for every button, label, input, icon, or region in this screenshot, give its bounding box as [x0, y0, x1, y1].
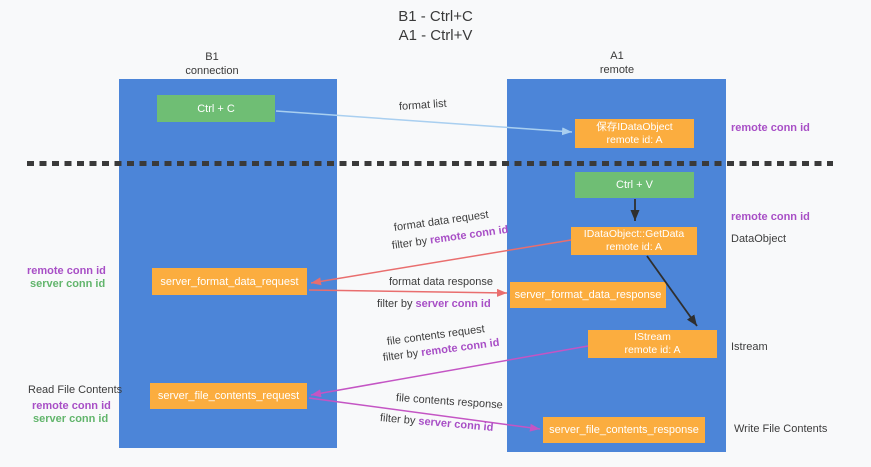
- node-ctrl-c-label: Ctrl + C: [197, 102, 235, 115]
- node-ctrl-v: Ctrl + V: [575, 172, 694, 198]
- lane-a1-title: A1: [610, 50, 624, 62]
- filter-by-text: filter by: [382, 347, 422, 364]
- node-istream-line1: IStream: [634, 331, 671, 343]
- node-server-format-data-response-label: server_format_data_response: [514, 289, 662, 301]
- node-istream: IStream remote id: A: [588, 330, 717, 358]
- node-server-format-data-response: server_format_data_response: [510, 282, 666, 308]
- filter-by-text: filter by: [391, 234, 431, 252]
- filter-by-text: filter by: [379, 412, 419, 428]
- annotation-left-remote-conn-id-1: remote conn id: [27, 265, 106, 277]
- annotation-write-file-contents: Write File Contents: [734, 423, 828, 435]
- node-getdata-line2: remote id: A: [605, 241, 663, 253]
- lane-a1-subtitle: remote: [599, 64, 635, 76]
- node-server-format-data-request-label: server_format_data_request: [160, 275, 299, 288]
- lane-header-b1: B1 connection: [152, 50, 272, 78]
- node-ctrl-v-label: Ctrl + V: [616, 179, 653, 191]
- title-line-2: A1 - Ctrl+V: [398, 27, 473, 44]
- label-format-data-response: format data response: [389, 276, 493, 288]
- annotation-read-file-contents: Read File Contents: [28, 384, 123, 396]
- annotation-left-remote-conn-id-2: remote conn id: [32, 400, 111, 412]
- lane-b1-title: B1: [205, 51, 219, 63]
- annotation-remote-conn-id-top: remote conn id: [731, 122, 810, 134]
- phase-separator-dashed-line: [27, 161, 833, 166]
- node-getdata-line1: IDataObject::GetData: [583, 228, 685, 240]
- node-server-file-contents-response-label: server_file_contents_response: [549, 424, 699, 436]
- annotation-remote-conn-id-mid: remote conn id: [731, 211, 810, 223]
- label-filter-by-server-conn-id-1: filter by server conn id: [377, 298, 491, 310]
- filter-by-text: filter by: [377, 298, 416, 310]
- node-server-file-contents-request-label: server_file_contents_request: [157, 390, 300, 402]
- node-server-file-contents-request: server_file_contents_request: [150, 383, 307, 409]
- annotation-istream: Istream: [731, 341, 768, 353]
- node-idataobject-getdata: IDataObject::GetData remote id: A: [571, 227, 697, 255]
- label-filter-by-server-conn-id-2: filter by server conn id: [379, 412, 493, 434]
- node-istream-line2: remote id: A: [624, 344, 681, 356]
- node-ctrl-c: Ctrl + C: [157, 95, 275, 122]
- node-save-idataobject-line1: 保存IDataObject: [596, 120, 673, 133]
- lane-b1-subtitle: connection: [185, 65, 239, 77]
- server-conn-id-text: server conn id: [417, 415, 494, 434]
- node-save-idataobject-line2: remote id: A: [606, 133, 663, 146]
- annotation-left-server-conn-id-1: server conn id: [30, 278, 106, 290]
- node-save-idataobject: 保存IDataObject remote id: A: [575, 119, 694, 148]
- arrow-format-data-response: [308, 288, 508, 297]
- server-conn-id-text: server conn id: [415, 298, 491, 310]
- diagram-title: B1 - Ctrl+C A1 - Ctrl+V: [0, 7, 871, 45]
- lane-header-a1: A1 remote: [557, 49, 677, 77]
- annotation-left-server-conn-id-2: server conn id: [33, 413, 109, 425]
- title-line-1: B1 - Ctrl+C: [398, 8, 473, 25]
- annotation-dataobject: DataObject: [731, 233, 787, 245]
- label-file-contents-response: file contents response: [395, 392, 504, 412]
- node-server-file-contents-response: server_file_contents_response: [543, 417, 705, 443]
- node-server-format-data-request: server_format_data_request: [152, 268, 307, 295]
- label-format-list: format list: [398, 97, 447, 113]
